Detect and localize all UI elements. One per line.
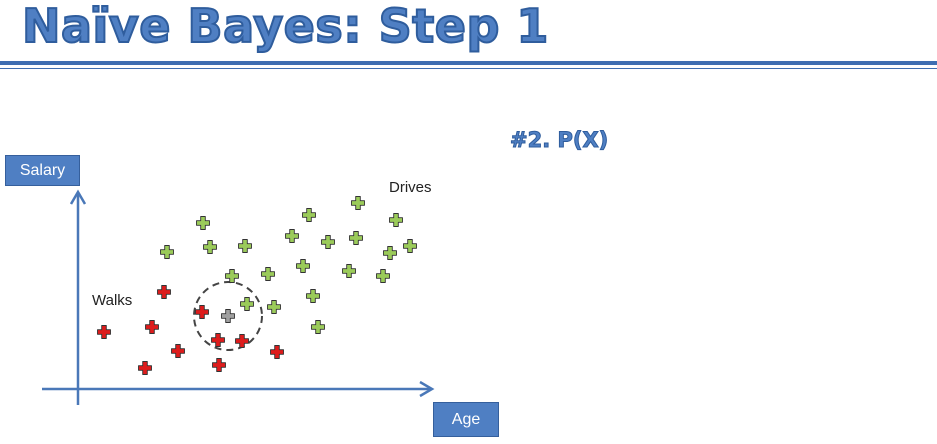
drives-point <box>321 235 335 249</box>
drives-point <box>311 320 325 334</box>
y-axis-arrow <box>69 189 87 205</box>
walks-point <box>138 361 152 375</box>
drives-point <box>376 269 390 283</box>
points-layer <box>97 196 417 375</box>
drives-point <box>342 264 356 278</box>
drives-point <box>389 213 403 227</box>
drives-point <box>240 297 254 311</box>
drives-point <box>196 216 210 230</box>
drives-point <box>238 239 252 253</box>
drives-point <box>261 267 275 281</box>
walks-point <box>145 320 159 334</box>
walks-point <box>171 344 185 358</box>
title-divider-thin <box>0 68 937 69</box>
drives-point <box>383 246 397 260</box>
y-axis-label: Salary <box>5 155 80 186</box>
drives-group-label: Drives <box>389 179 432 196</box>
drives-point <box>403 239 417 253</box>
drives-point <box>160 245 174 259</box>
drives-point <box>267 300 281 314</box>
walks-point <box>235 334 249 348</box>
drives-point <box>285 229 299 243</box>
walks-group-label: Walks <box>92 292 133 309</box>
title-divider <box>0 61 937 65</box>
new-point <box>221 309 235 323</box>
drives-point <box>296 259 310 273</box>
drives-point <box>225 269 239 283</box>
walks-point <box>97 325 111 339</box>
slide-title: Naïve Bayes: Step 1 <box>21 0 549 53</box>
walks-point <box>157 285 171 299</box>
x-axis-label: Age <box>433 402 499 437</box>
walks-point <box>270 345 284 359</box>
drives-point <box>349 231 363 245</box>
walks-point <box>212 358 226 372</box>
step-subtitle: #2. P(X) <box>509 128 609 153</box>
axes <box>42 189 435 405</box>
walks-point <box>195 305 209 319</box>
drives-point <box>302 208 316 222</box>
walks-point <box>211 333 225 347</box>
drives-point <box>203 240 217 254</box>
drives-point <box>306 289 320 303</box>
drives-point <box>351 196 365 210</box>
x-axis-arrow <box>419 380 435 398</box>
neighborhood-circle <box>193 281 263 351</box>
